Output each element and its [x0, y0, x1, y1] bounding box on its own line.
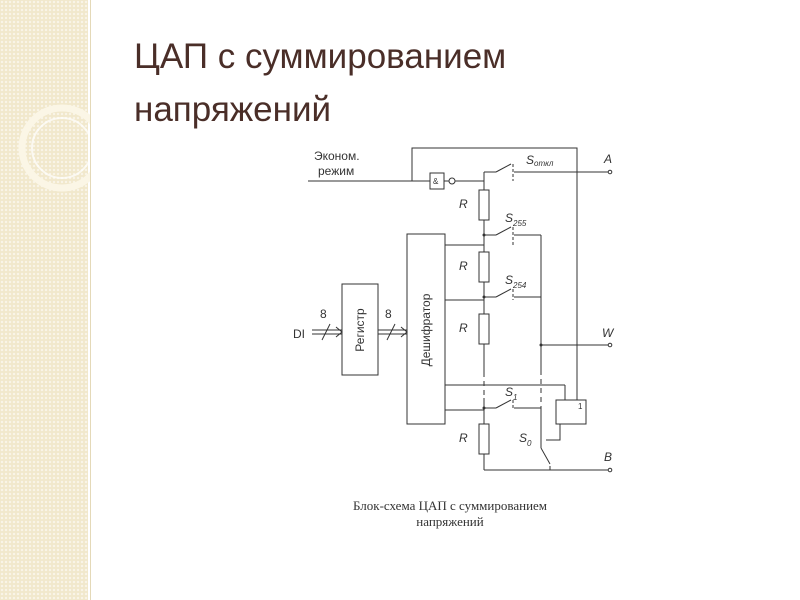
gate-inversion-bubble	[448, 177, 456, 185]
side-band-border	[90, 0, 91, 600]
resistor-label-1: R	[459, 197, 468, 211]
resistor-1	[478, 189, 490, 221]
diagram-caption: Блок-схема ЦАП с суммированием напряжени…	[330, 498, 570, 530]
switch-255-label: S255	[505, 211, 527, 228]
resistor-4	[478, 423, 490, 455]
and-gate-label: &	[433, 177, 439, 186]
bus-width-label-1: 8	[320, 307, 327, 321]
title-line-2: напряжений	[134, 90, 332, 129]
resistor-2	[478, 251, 490, 283]
resistor-label-2: R	[459, 259, 468, 273]
decoder-label: Дешифратор	[419, 293, 433, 366]
terminal-a-node	[607, 169, 613, 175]
resistor-label-4: R	[459, 431, 468, 445]
terminal-b-node	[607, 467, 613, 473]
slide-title: ЦАП с суммированием напряжений	[134, 30, 506, 136]
resistor-3	[478, 313, 490, 345]
bus-width-label-2: 8	[385, 307, 392, 321]
switch-off-label: Sоткл	[526, 153, 554, 168]
terminal-a-label: A	[603, 152, 612, 166]
resistor-label-3: R	[459, 321, 468, 335]
terminal-w-label: W	[602, 326, 615, 340]
input-di-label: DI	[293, 327, 305, 341]
switch-1-label: S1	[505, 385, 517, 402]
switch-0-label: S0	[519, 431, 532, 448]
terminal-b-label: B	[604, 450, 612, 464]
title-line-1: ЦАП с суммированием	[134, 37, 507, 76]
register-label: Регистр	[353, 308, 367, 352]
decorative-side-band	[0, 0, 88, 600]
decorative-rings	[18, 104, 90, 192]
terminal-w-node	[607, 342, 613, 348]
switch-254-label: S254	[505, 273, 527, 290]
caption-line-1: Блок-схема ЦАП с суммированием	[352, 498, 548, 513]
economy-mode-label-2: режим	[318, 164, 354, 178]
or-gate-label: 1	[578, 402, 583, 411]
decoder-block	[406, 233, 446, 425]
caption-line-2: напряжений	[416, 514, 484, 529]
or-gate	[555, 399, 587, 425]
economy-mode-label-1: Эконом.	[314, 149, 360, 163]
